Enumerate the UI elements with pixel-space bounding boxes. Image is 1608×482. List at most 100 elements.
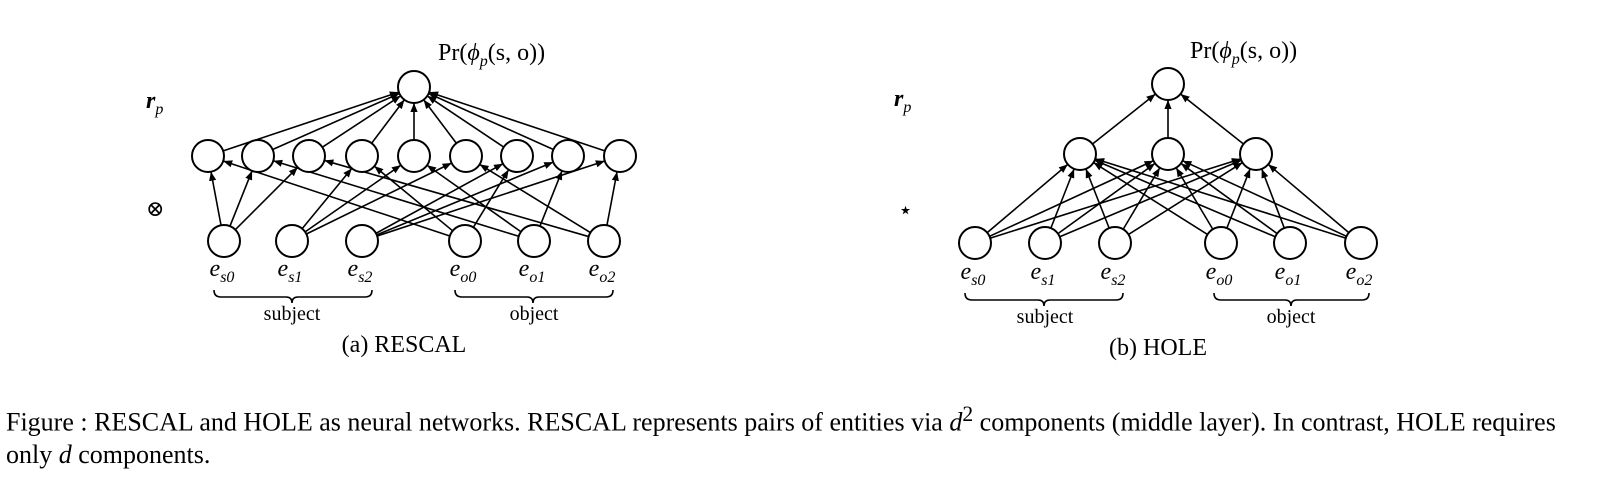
output-node-hole [1151,67,1185,101]
figure-canvas: Pr(ϕp(s, o)) rp ⊗ es0 es1 es2 eo0 eo1 eo2 sub… [146,38,1378,361]
panel-title-rescal: (a) RESCAL [342,332,467,358]
rp-label-hole: rp [894,86,911,116]
object-brace-rescal [454,289,614,304]
edge-rescal-object-1-to-hidden-7 [539,170,563,227]
edge-rescal-subject-2-to-hidden-6 [375,162,504,235]
edge-hole-subject-0-to-hidden-0 [986,163,1069,234]
edge-rescal-object-0-to-hidden-3 [373,165,454,232]
edge-hole-object-2-to-hidden-2 [1267,163,1350,234]
input-label-rescal-4: eo1 [519,256,546,286]
rp-label-rescal: rp [146,88,163,118]
input-node-rescal-4 [517,224,551,258]
edge-hole-subject-1-to-hidden-1 [1057,162,1156,235]
input-label-rescal-3: eo0 [450,256,477,286]
panel-rescal: Pr(ϕp(s, o)) rp ⊗ es0 es1 es2 eo0 eo1 eo2 sub… [146,40,637,358]
hidden-node-rescal-2 [292,139,326,173]
edges-hole [986,93,1350,239]
input-label-hole-4: eo1 [1275,259,1302,289]
input-label-hole-3: eo0 [1206,259,1233,289]
hidden-node-rescal-8 [603,139,637,173]
input-node-hole-0 [958,226,992,260]
correlation-star-symbol: ⋆ [898,198,913,224]
subject-label-hole: subject [1017,306,1074,328]
edge-rescal-object-1-to-hidden-4 [426,164,522,233]
edge-rescal-hidden-3-to-output [370,99,406,144]
hidden-node-rescal-6 [500,139,534,173]
input-label-rescal-1: es1 [278,256,303,286]
edge-rescal-subject-2-to-hidden-7 [376,161,554,236]
edge-rescal-hidden-1-to-output [272,92,400,151]
subject-label-rescal: subject [264,303,321,325]
edge-hole-subject-2-to-hidden-2 [1128,161,1243,236]
edge-rescal-object-2-to-hidden-8 [606,171,619,226]
object-brace-hole [1213,292,1370,307]
hidden-node-rescal-7 [551,139,585,173]
input-label-rescal-0: es0 [210,256,235,286]
input-node-hole-4 [1273,226,1307,260]
edge-hole-object-0-to-hidden-2 [1226,168,1251,229]
edge-rescal-object-2-to-hidden-5 [479,163,591,234]
hidden-node-rescal-3 [345,139,379,173]
object-label-hole: object [1267,306,1316,328]
object-label-rescal: object [510,303,559,325]
edge-rescal-hidden-7-to-output [428,92,554,151]
hidden-node-rescal-4 [397,139,431,173]
hidden-node-hole-1 [1151,137,1185,171]
edge-hole-subject-0-to-hidden-1 [989,159,1154,238]
panel-hole: Pr(ϕp(s, o)) rp ⋆ es0 es1 es2 eo0 eo1 eo2 sub… [894,38,1378,361]
input-label-hole-5: eo2 [1346,259,1373,289]
edge-rescal-subject-1-to-hidden-4 [304,164,402,233]
edge-hole-object-1-to-hidden-1 [1180,162,1278,235]
input-label-hole-0: es0 [961,259,986,289]
input-labels-hole: es0 es1 es2 eo0 eo1 eo2 [961,259,1373,289]
input-node-rescal-0 [207,224,241,258]
output-label-rescal: Pr(ϕp(s, o)) [438,40,545,70]
caption-rescal: RESCAL [94,407,193,437]
caption-d: d [949,407,963,437]
input-node-rescal-3 [448,224,482,258]
input-label-rescal-5: eo2 [589,256,616,286]
panel-title-hole: (b) HOLE [1109,335,1207,361]
edge-rescal-hidden-5-to-output [422,99,458,144]
input-node-rescal-2 [345,224,379,258]
input-label-hole-1: es1 [1031,259,1056,289]
output-label-hole: Pr(ϕp(s, o)) [1190,38,1297,68]
hidden-node-rescal-0 [191,139,225,173]
input-labels-rescal: es0 es1 es2 eo0 eo1 eo2 [210,256,616,286]
hidden-node-hole-0 [1063,137,1097,171]
input-label-rescal-2: es2 [348,256,373,286]
edge-rescal-subject-0-to-hidden-1 [229,170,253,227]
edge-hole-hidden-0-to-output [1092,93,1156,145]
subject-brace-rescal [213,289,373,304]
edge-rescal-subject-1-to-hidden-3 [301,167,353,230]
caption-figure-word: Figure [6,407,74,437]
edge-rescal-subject-1-to-hidden-5 [306,162,452,235]
edge-rescal-subject-0-to-hidden-2 [234,166,299,231]
figure-caption: Figure : RESCAL and HOLE as neural netwo… [6,402,1556,469]
input-label-hole-2: es2 [1101,259,1126,289]
hidden-node-hole-2 [1239,137,1273,171]
input-node-hole-2 [1098,226,1132,260]
edge-hole-object-1-to-hidden-2 [1260,168,1286,229]
edge-rescal-hidden-2-to-output [321,95,402,148]
hidden-node-rescal-1 [241,139,275,173]
subject-brace-hole [964,292,1124,307]
input-node-hole-1 [1028,226,1062,260]
input-node-hole-5 [1344,226,1378,260]
edge-rescal-subject-0-to-hidden-0 [209,171,222,226]
edge-rescal-object-2-to-hidden-2 [324,159,589,238]
caption-hole: HOLE [243,407,313,437]
input-node-rescal-1 [275,224,309,258]
nodes-hole [958,67,1378,260]
edge-rescal-object-0-to-hidden-0 [222,160,451,237]
edge-hole-hidden-2-to-output [1180,93,1244,145]
edge-hole-subject-0-to-hidden-2 [990,158,1241,239]
edge-hole-subject-1-to-hidden-2 [1059,159,1242,238]
edge-rescal-object-1-to-hidden-1 [273,159,519,238]
tensor-product-symbol: ⊗ [146,196,164,221]
edge-rescal-subject-2-to-hidden-8 [376,160,606,237]
edge-hole-subject-2-to-hidden-1 [1122,167,1161,230]
hidden-node-rescal-5 [449,139,483,173]
input-node-hole-3 [1204,226,1238,260]
output-node-rescal [397,70,431,104]
